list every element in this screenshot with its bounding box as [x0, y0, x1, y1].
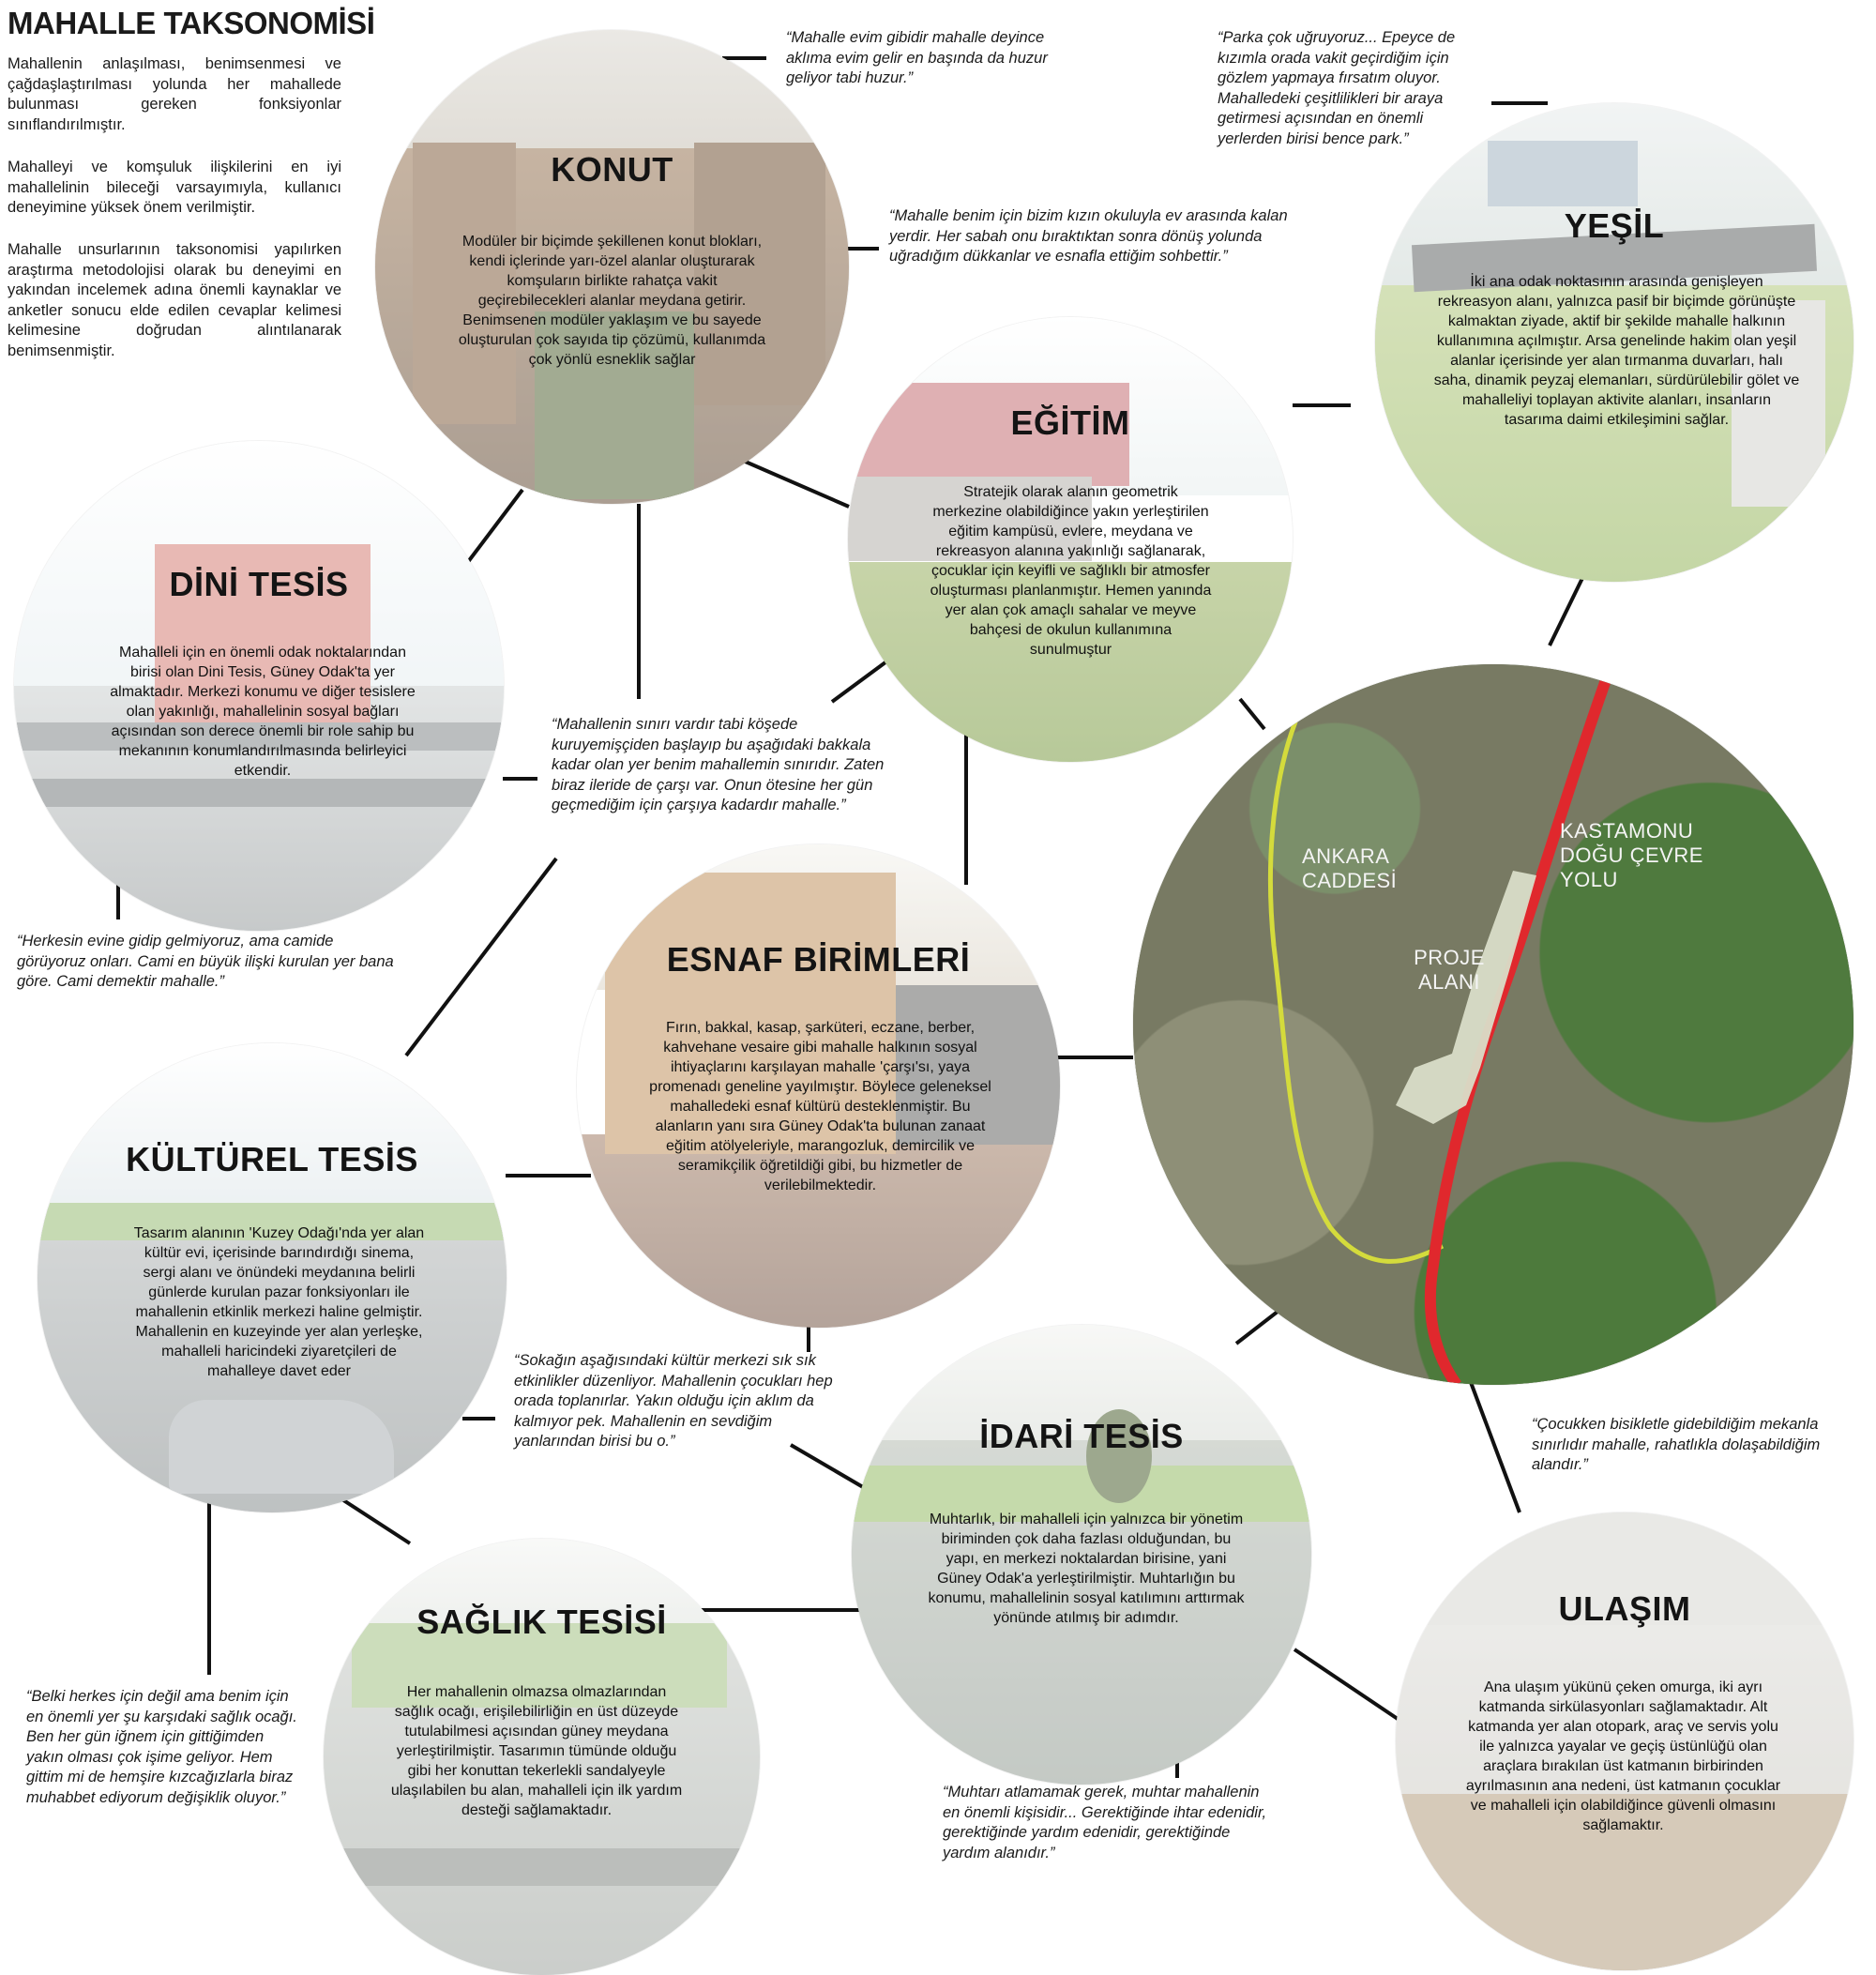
proje-alani [1396, 871, 1536, 1124]
site-map-circle: ANKARA CADDESİ KASTAMONU DOĞU ÇEVRE YOLU… [1133, 664, 1853, 1385]
ulasim-circle: ULAŞIM Ana ulaşım yükünü çeken omurga, i… [1396, 1512, 1853, 1970]
konut-title: KONUT [551, 150, 673, 189]
quote-yesil: “Parka çok uğruyoruz... Epeyce de kızıml… [1218, 29, 1456, 147]
idari-circle: İDARİ TESİS Muhtarlık, bir mahalleli içi… [852, 1325, 1311, 1785]
quote-idari: “Muhtarı atlamamak gerek, muhtar mahalle… [943, 1784, 1267, 1861]
yesil-circle: YEŞİL İki ana odak noktasının arasında g… [1375, 103, 1853, 582]
kulturel-circle: KÜLTÜREL TESİS Tasarım alanının 'Kuzey O… [38, 1043, 507, 1512]
kastamonu-road [1424, 664, 1617, 1385]
connector-line [1461, 1361, 1521, 1513]
quote-dini: “Herkesin evine gidip gelmiyoruz, ama ca… [17, 933, 394, 990]
quote-saglik: “Belki herkes için değil ama benim için … [26, 1688, 297, 1806]
egitim-text: Stratejik olarak alanın geometrik merkez… [930, 484, 1212, 658]
yesil-title: YEŞİL [1564, 206, 1665, 245]
ankara-caddesi-road [1268, 672, 1445, 1264]
map-label-ankara: ANKARA CADDESİ [1302, 844, 1398, 892]
saglik-title: SAĞLIK TESİSİ [416, 1603, 667, 1641]
dini-text: Mahalleli için en önemli odak noktaların… [110, 645, 416, 779]
esnaf-circle: ESNAF BİRİMLERİ Fırın, bakkal, kasap, şa… [577, 844, 1060, 1328]
kulturel-text: Tasarım alanının 'Kuzey Odağı'nda yer al… [133, 1225, 425, 1379]
ulasim-title: ULAŞIM [1558, 1589, 1691, 1628]
egitim-title: EĞİTİM [1010, 403, 1130, 442]
idari-title: İDARİ TESİS [979, 1417, 1184, 1455]
saglik-circle: SAĞLIK TESİSİ Her mahallenin olmazsa olm… [324, 1539, 760, 1975]
quote-egitim: “Mahalle benim için bizim kızın okuluyla… [889, 207, 1288, 265]
map-label-kastamonu: KASTAMONU DOĞU ÇEVRE YOLU [1560, 819, 1703, 891]
dini-title: DİNİ TESİS [169, 565, 349, 603]
intro-paragraph-3: Mahalle unsurlarının taksonomisi yapılır… [8, 241, 341, 359]
intro-paragraph-1: Mahallenin anlaşılması, benimsenmesi ve … [8, 55, 341, 133]
konut-text: Modüler bir biçimde şekillenen konut blo… [458, 234, 766, 368]
map-roads [1268, 664, 1617, 1385]
connector-line [404, 857, 558, 1057]
dini-circle: DİNİ TESİS Mahalleli için en önemli odak… [14, 441, 504, 931]
ulasim-text: Ana ulaşım yükünü çeken omurga, iki ayrı… [1465, 1679, 1781, 1833]
kulturel-title: KÜLTÜREL TESİS [126, 1140, 418, 1178]
quote-kulturel: “Sokağın aşağısındaki kültür merkezi sık… [514, 1352, 833, 1450]
saglik-text: Her mahallenin olmazsa olmazlarından sağ… [390, 1684, 683, 1818]
page-title: MAHALLE TAKSONOMİSİ [8, 6, 375, 40]
idari-text: Muhtarlık, bir mahalleli için yalnızca b… [928, 1512, 1245, 1626]
quote-esnaf: “Mahallenin sınırı vardır tabi köşede ku… [552, 716, 885, 813]
konut-circle: KONUT Modüler bir biçimde şekillenen kon… [375, 30, 849, 504]
connector-line [1293, 1648, 1399, 1721]
connector-line [1548, 571, 1587, 646]
map-label-proje: PROJE ALANI [1414, 946, 1485, 994]
yesil-text: İki ana odak noktasının arasında genişle… [1433, 274, 1800, 428]
quote-ulasim: “Çocukken bisikletle gidebildiğim mekanl… [1532, 1416, 1821, 1473]
esnaf-text: Fırın, bakkal, kasap, şarküteri, eczane,… [649, 1020, 991, 1193]
esnaf-title: ESNAF BİRİMLERİ [666, 940, 971, 979]
intro-paragraph-2: Mahalleyi ve komşuluk ilişkilerini en iy… [8, 159, 341, 216]
